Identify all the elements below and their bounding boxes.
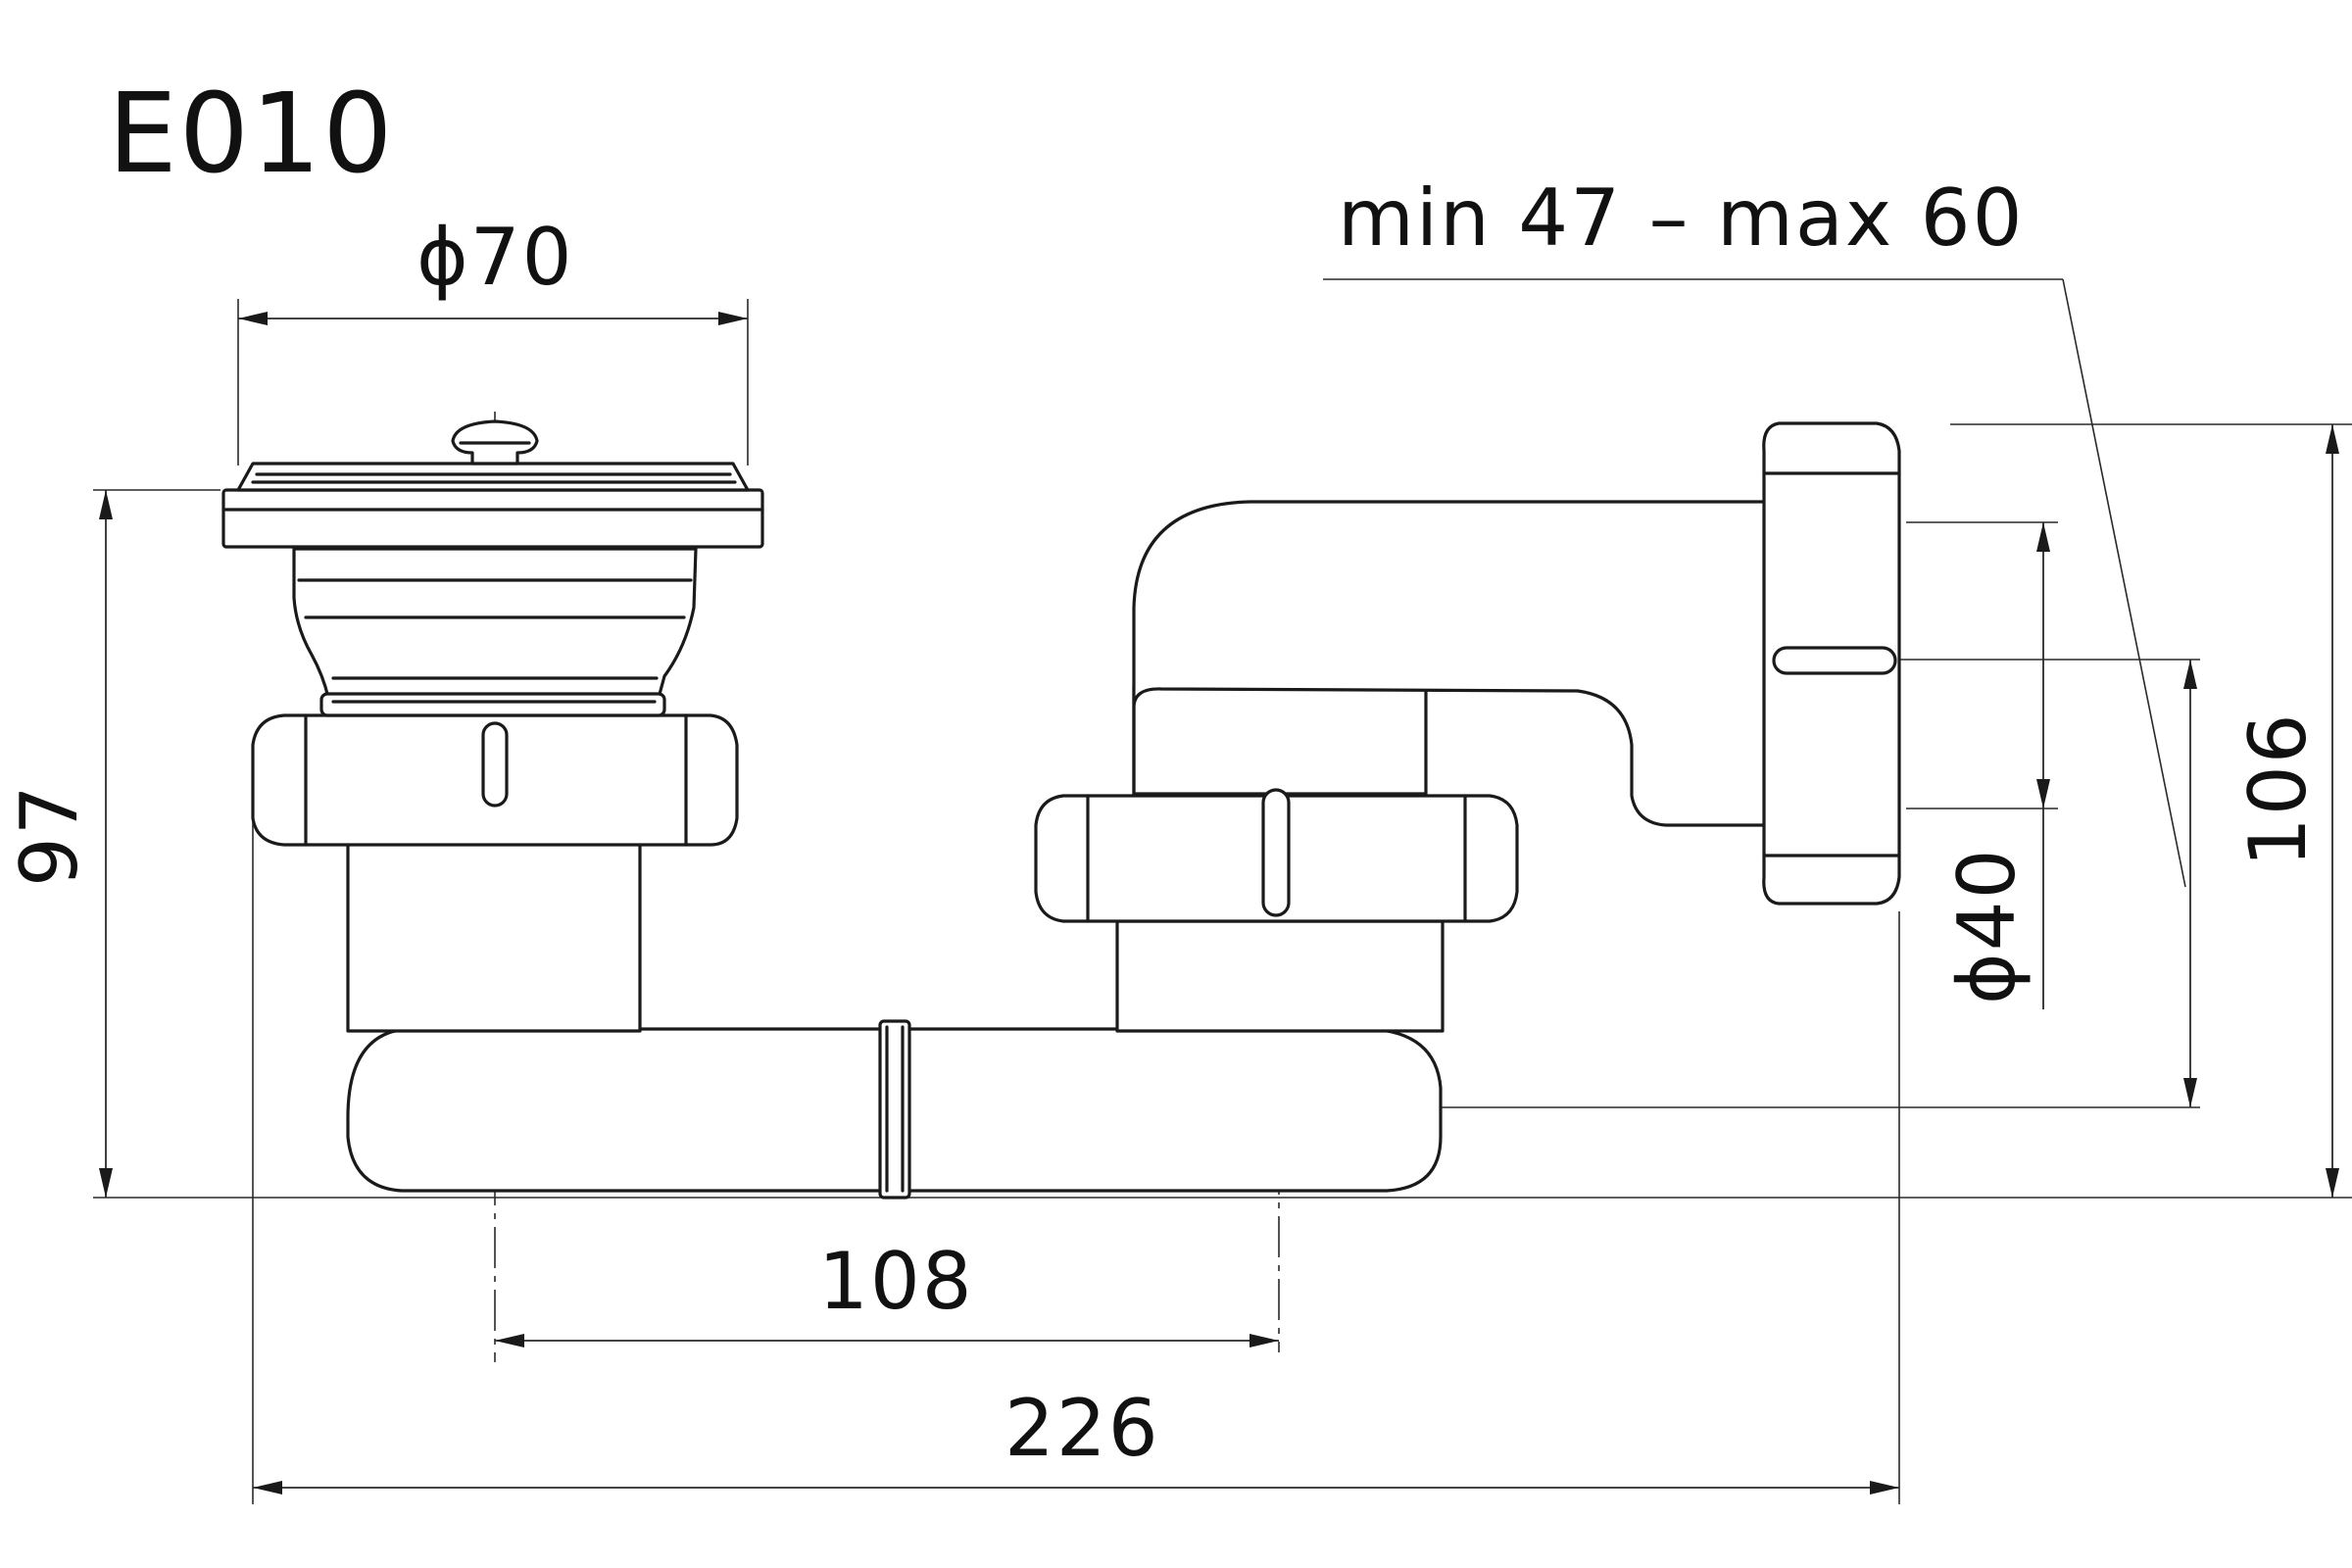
dimension-97: 97 xyxy=(4,490,113,1198)
dimension-phi70: ϕ70 xyxy=(238,212,748,325)
model-title: E010 xyxy=(108,71,395,198)
dimension-108: 108 xyxy=(495,1236,1279,1348)
dim-overall-width: 226 xyxy=(1004,1383,1160,1474)
dimension-range-arrows xyxy=(2183,660,2197,1107)
dimension-106: 106 xyxy=(2232,424,2339,1198)
extension-lines xyxy=(93,278,2352,1504)
right-union-nut xyxy=(1034,788,1519,923)
right-vertical-pipe xyxy=(1115,684,1445,1033)
left-union-nut xyxy=(251,713,739,847)
dim-right-height: 106 xyxy=(2232,711,2324,867)
strainer-flange xyxy=(221,462,764,549)
dimension-226: 226 xyxy=(253,1383,1899,1494)
dim-adjustable-range: min 47 – max 60 xyxy=(1338,172,2024,264)
bottom-pipe xyxy=(346,1019,1443,1200)
outlet-elbow xyxy=(1132,500,1776,827)
strainer-body xyxy=(292,547,698,717)
dim-center-distance: 108 xyxy=(818,1236,974,1327)
dim-outlet-diameter: ϕ40 xyxy=(1941,847,2033,1004)
strainer-knob xyxy=(451,419,539,466)
dim-left-height: 97 xyxy=(4,783,95,887)
outlet-nut xyxy=(1762,421,1901,906)
left-vertical-pipe xyxy=(346,841,642,1033)
dim-top-diameter: ϕ70 xyxy=(416,212,574,303)
dimension-phi40: ϕ40 xyxy=(1941,522,2050,1009)
